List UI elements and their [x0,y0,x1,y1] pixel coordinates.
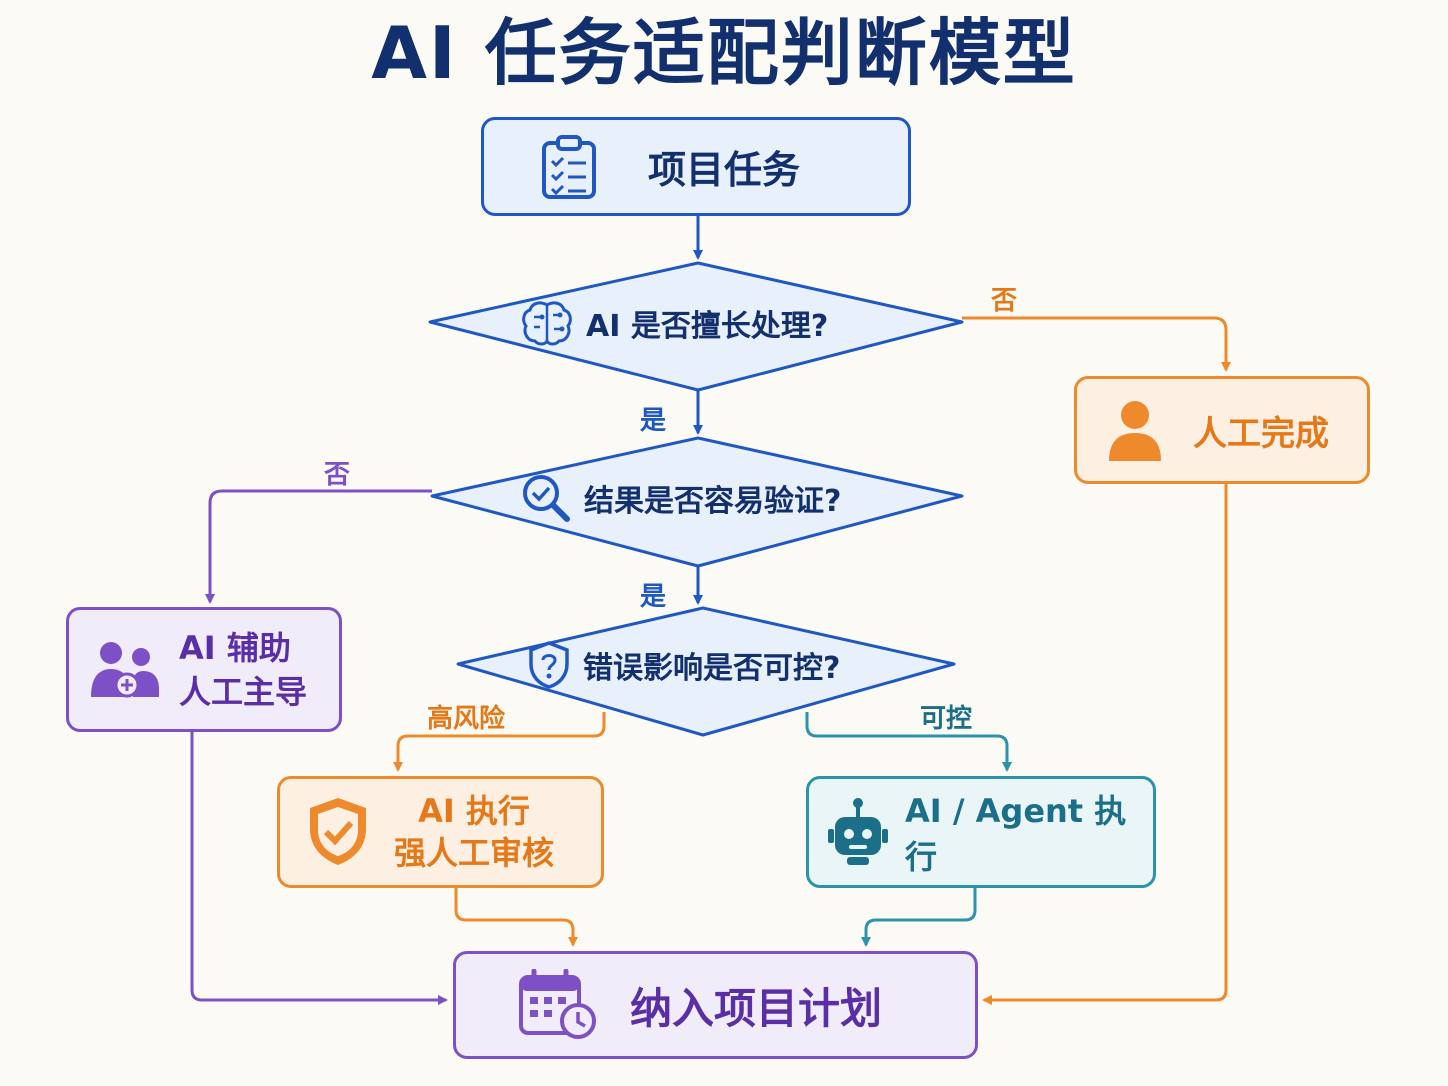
people-plus-icon [89,639,161,701]
edge-agent-to-plan [861,888,977,947]
node-label: 项目任务 [648,148,801,192]
edge-label-high-risk: 高风险 [427,704,506,734]
node-label: 纳入项目计划 [630,983,883,1033]
shield-question-icon [527,640,571,690]
edge-q2-no [205,489,432,604]
decision-label: 错误影响是否可控? [583,651,841,686]
edge-label-no-ai: 否 [991,286,1018,316]
node-manual: 人工完成 [1074,376,1370,484]
decision-verify-shape [430,436,964,568]
edge-q1-no [962,316,1231,372]
shield-check-icon [306,795,370,869]
magnifier-check-icon [520,472,572,524]
decision-label: 结果是否容易验证? [584,484,842,519]
node-project-plan: 纳入项目计划 [453,951,978,1059]
edge-q3-high-risk [393,712,606,772]
edge-q3-controllable [805,712,1012,772]
node-project-task: 项目任务 [481,117,911,216]
robot-icon [827,797,889,867]
edge-label-yes-verify: 是 [640,582,667,612]
decision-label: AI 是否擅长处理? [586,309,829,344]
node-label-line1: AI 辅助 [179,628,291,667]
edge-review-to-plan [454,888,578,947]
edge-label-controllable: 可控 [920,704,973,734]
edge-label-no-verify: 否 [324,460,351,490]
node-label-line2: 强人工审核 [394,834,555,872]
node-label-line1: AI 执行 [418,792,530,830]
edge-manual-to-plan [982,484,1228,1005]
clipboard-checklist-icon [540,134,598,199]
decision-error-shape [456,606,956,737]
person-icon [1107,399,1163,461]
page-title: AI 任务适配判断模型 [371,11,1077,95]
decision-error: 错误影响是否可控? [527,640,840,690]
brain-circuit-icon [520,299,574,347]
node-label: 人工完成 [1193,413,1329,454]
decision-verify: 结果是否容易验证? [520,472,841,524]
node-ai-assist: AI 辅助 人工主导 [66,607,342,732]
decision-ai-good: AI 是否擅长处理? [520,298,828,348]
node-ai-review: AI 执行 强人工审核 [277,776,604,888]
node-label: AI / Agent 执行 [905,792,1127,876]
node-ai-agent: AI / Agent 执行 [806,776,1156,888]
decision-ai-good-shape [428,261,964,392]
calendar-clock-icon [518,969,598,1041]
node-label-line2: 人工主导 [179,672,308,711]
edge-label-yes-ai: 是 [640,406,667,436]
edge-assist-to-plan [190,732,448,1005]
